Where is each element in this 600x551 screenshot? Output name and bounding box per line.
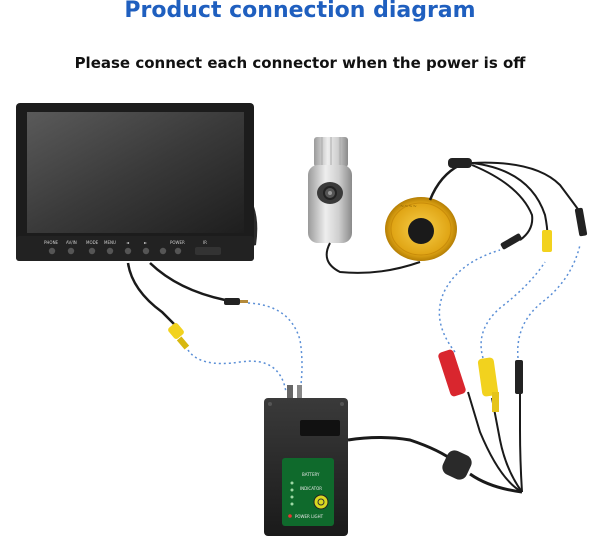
power-switch-icon (313, 494, 329, 510)
cable-ferrite (442, 450, 472, 480)
box-label-indicator: INDICATOR (300, 486, 322, 491)
reel-power-plug (574, 207, 588, 237)
label-menu: MENU (104, 240, 116, 245)
monitor-button-menu (106, 247, 114, 255)
monitor-button-power (174, 247, 182, 255)
battery-control-box-icon: BATTERY INDICATOR POWER LIGHT (264, 385, 348, 536)
monitor-button-right2 (159, 247, 167, 255)
box-output-cable (347, 349, 523, 494)
cable-junction (448, 158, 472, 168)
cable-reel-icon: ~~~~ (385, 163, 461, 261)
instruction-text: Please connect each connector when the p… (74, 54, 526, 72)
label-power: POWER (170, 240, 185, 245)
reel-dc-plug (500, 233, 522, 250)
monitor-button-mode (88, 247, 96, 255)
monitor-screen (27, 112, 244, 233)
reel-rca-yellow (542, 230, 552, 252)
label-left: ◄ (126, 240, 130, 245)
dotted-connection-lines (187, 244, 581, 393)
label-mode: MODE (86, 240, 99, 245)
label-right: ► (144, 240, 148, 245)
lcd-monitor-icon: PHONE AV/IN MODE MENU ◄ ► POWER IR (16, 103, 258, 261)
monitor-button-phone (48, 247, 56, 255)
box-label-battery: BATTERY (302, 472, 320, 477)
monitor-cables (126, 262, 248, 350)
box-rca-yellow (477, 357, 499, 397)
reel-brand-mark: ~~~~ (400, 204, 417, 210)
box-plug-red (438, 349, 466, 397)
splitter-cable (448, 158, 588, 252)
monitor-button-right (142, 247, 150, 255)
monitor-dc-plug (224, 298, 240, 305)
monitor-button-left (124, 247, 132, 255)
box-dc-plug (515, 360, 523, 394)
box-label-power-light: POWER LIGHT (295, 514, 324, 519)
monitor-rca-yellow (168, 323, 184, 339)
monitor-ir-window (195, 247, 221, 255)
label-phone: PHONE (44, 240, 59, 245)
underwater-camera-icon (308, 137, 421, 274)
label-ir: IR (203, 240, 207, 245)
page-title: Product connection diagram (124, 0, 476, 23)
monitor-button-av (67, 247, 75, 255)
label-av: AV/IN (66, 240, 77, 245)
